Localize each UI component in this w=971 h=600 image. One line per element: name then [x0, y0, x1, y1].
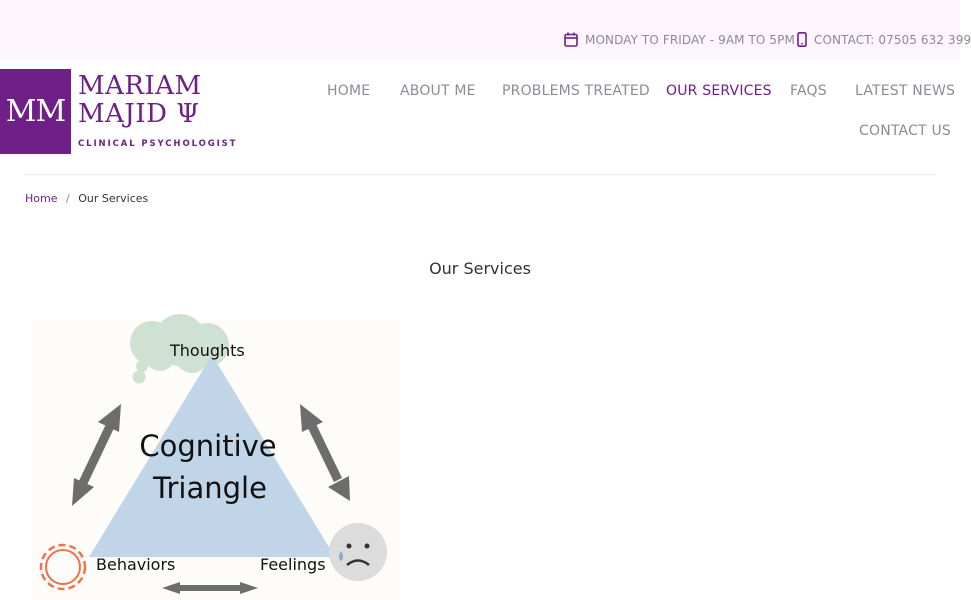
cognitive-triangle-image: Thoughts Cognitive Triangle Behaviors Fe…: [32, 314, 400, 600]
diagram-center-line2: Triangle: [152, 471, 267, 505]
triangle-shape: [89, 355, 335, 557]
logo-subtitle: CLINICAL PSYCHOLOGIST: [78, 139, 238, 149]
sad-face-icon: [329, 523, 387, 581]
header-divider: [24, 174, 936, 175]
mobile-phone-icon: [797, 32, 807, 47]
cognitive-triangle-diagram: Thoughts Cognitive Triangle Behaviors Fe…: [39, 314, 387, 594]
thought-cloud-icon: [130, 314, 229, 384]
diagram-center-line1: Cognitive: [139, 429, 276, 463]
page-title: Our Services: [429, 259, 531, 278]
logo-first-name: MARIAM: [78, 71, 202, 101]
nav-our-services[interactable]: OUR SERVICES: [666, 83, 772, 99]
double-arrow-icon: [162, 582, 258, 594]
logo-initials: MM: [0, 69, 71, 154]
breadcrumb: Home / Our Services: [25, 192, 148, 205]
breadcrumb-separator: /: [65, 192, 70, 205]
nav-contact-us[interactable]: CONTACT US: [859, 123, 951, 139]
office-hours-text: MONDAY TO FRIDAY - 9AM TO 5PM: [585, 32, 795, 47]
nav-home[interactable]: HOME: [327, 83, 371, 99]
breadcrumb-home-link[interactable]: Home: [25, 192, 58, 205]
diagram-label-behaviors: Behaviors: [96, 555, 175, 574]
nav-about-me[interactable]: ABOUT ME: [400, 83, 476, 99]
nav-latest-news[interactable]: LATEST NEWS: [855, 83, 956, 99]
site-logo[interactable]: MM MARIAM MAJID Ψ CLINICAL PSYCHOLOGIST: [0, 69, 235, 155]
contact-phone[interactable]: CONTACT: 07505 632 399: [797, 32, 971, 47]
nav-faqs[interactable]: FAQS: [790, 83, 827, 99]
calendar-icon: [564, 32, 578, 47]
double-arrow-icon: [72, 404, 121, 506]
logo-last-name: MAJID Ψ: [78, 99, 200, 129]
nav-problems-treated[interactable]: PROBLEMS TREATED: [502, 83, 650, 99]
gear-icon: [39, 543, 87, 591]
contact-phone-text[interactable]: CONTACT: 07505 632 399: [814, 32, 971, 47]
breadcrumb-current: Our Services: [78, 192, 149, 205]
office-hours: MONDAY TO FRIDAY - 9AM TO 5PM: [564, 32, 795, 47]
diagram-label-thoughts: Thoughts: [169, 341, 245, 360]
top-info-bar: MONDAY TO FRIDAY - 9AM TO 5PM CONTACT: 0…: [0, 0, 971, 60]
diagram-label-feelings: Feelings: [260, 555, 326, 574]
double-arrow-icon: [300, 404, 350, 501]
